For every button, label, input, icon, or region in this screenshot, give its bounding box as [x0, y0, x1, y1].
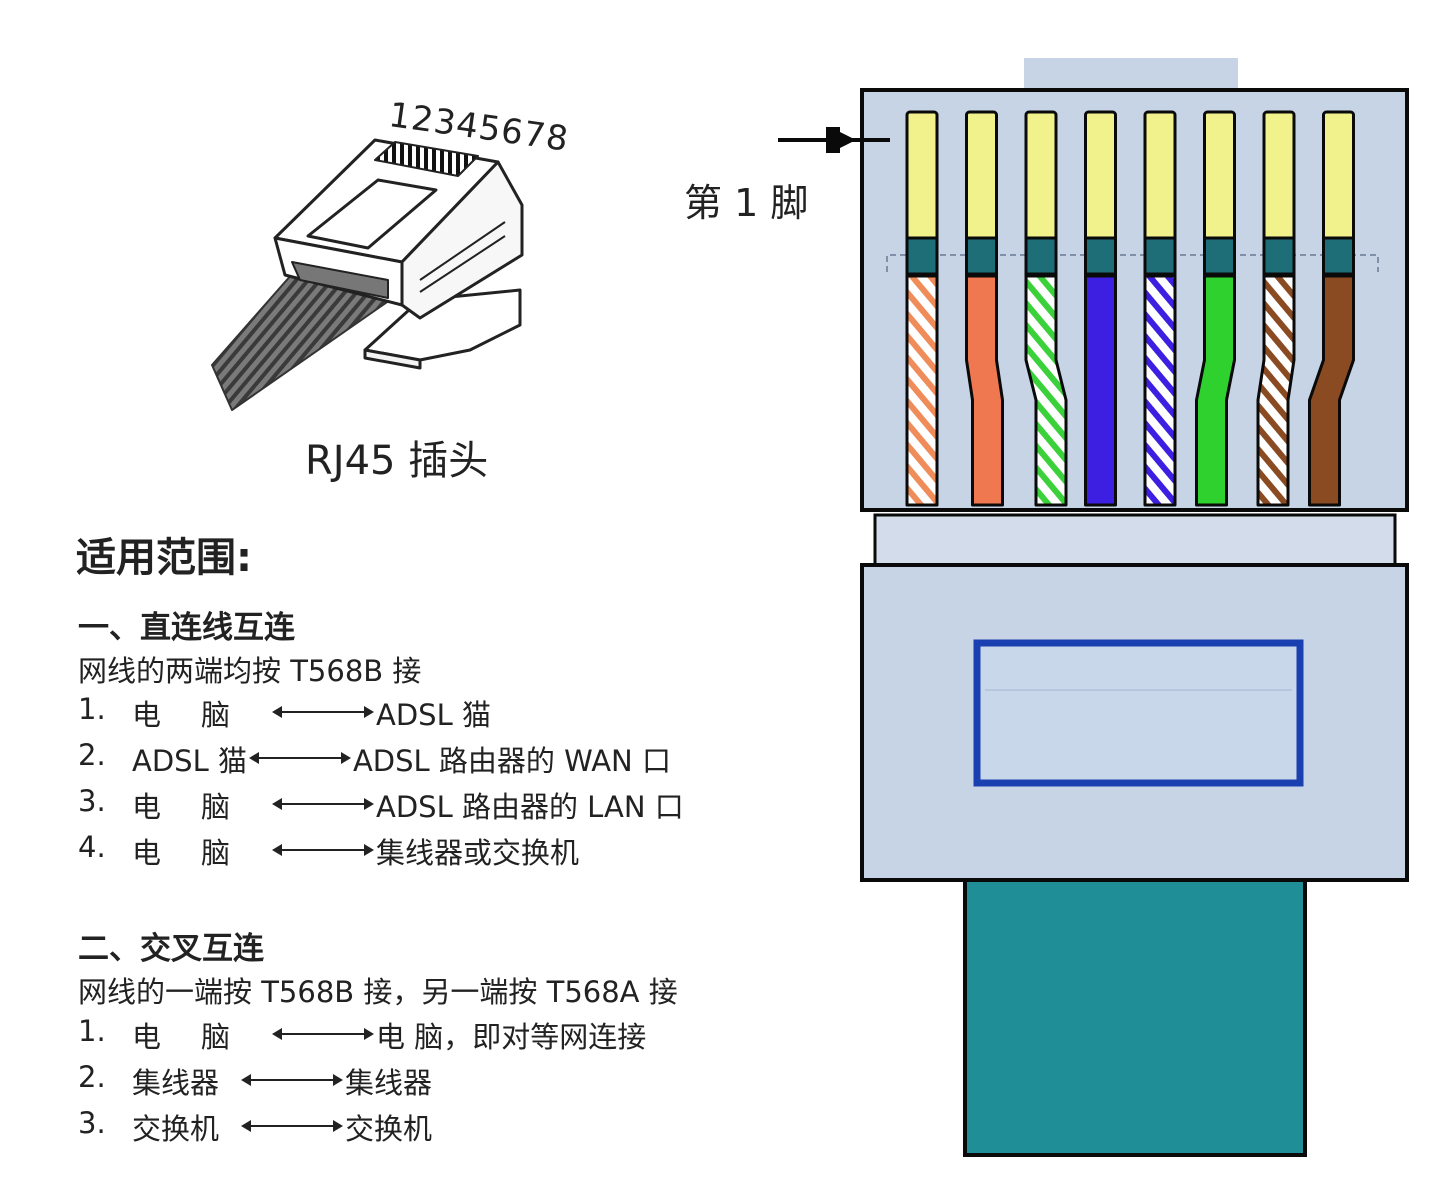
row-right-device: 交换机 — [345, 1112, 433, 1146]
wire-conductor — [1308, 274, 1355, 507]
contact-blade — [965, 110, 998, 244]
wire-conductor — [965, 274, 1004, 507]
crimp-band — [1262, 236, 1296, 276]
row-left-device: 电脑 — [132, 790, 271, 824]
crimp-band — [1084, 236, 1117, 276]
double-arrow-icon — [248, 752, 351, 764]
row-number: 2. — [78, 738, 106, 772]
double-arrow-icon — [241, 1074, 343, 1086]
wire-pin-3 — [1024, 110, 1068, 507]
straight-through-title: 一、直连线互连 — [78, 610, 295, 646]
rj45-connector-section — [778, 58, 1409, 1157]
wire-conductor — [1195, 274, 1236, 507]
double-arrow-icon — [272, 1028, 375, 1040]
wire-layer — [905, 110, 1355, 507]
wire-pin-4 — [1084, 110, 1117, 507]
contact-blade — [1203, 110, 1236, 244]
wire-conductor — [1024, 274, 1068, 507]
cable-jacket — [963, 878, 1307, 1157]
wire-pin-7 — [1256, 110, 1296, 507]
row-right-device: ADSL 路由器的 WAN 口 — [352, 744, 671, 778]
double-arrow-icon — [272, 844, 375, 856]
wire-pin-6 — [1195, 110, 1236, 507]
row-left-device: 电脑 — [132, 836, 271, 870]
wire-pin-5 — [1143, 110, 1177, 507]
contact-blade — [1262, 110, 1296, 244]
contact-blade — [905, 110, 939, 244]
row-left-device: 集线器 — [132, 1066, 220, 1100]
row-right-device: 集线器 — [345, 1066, 433, 1100]
crimp-band — [1203, 236, 1236, 276]
row-left-device: 电脑 — [132, 1020, 271, 1054]
straight-through-desc: 网线的两端均按 T568B 接 — [78, 654, 422, 688]
row-right-device: ADSL 路由器的 LAN 口 — [376, 790, 684, 824]
row-right-device: ADSL 猫 — [376, 698, 491, 732]
row-left-device: ADSL 猫 — [132, 744, 247, 778]
wire-conductor — [1256, 274, 1296, 507]
crossover-desc: 网线的一端按 T568B 接，另一端按 T568A 接 — [78, 975, 678, 1009]
row-number: 2. — [78, 1060, 106, 1094]
contact-blade — [1322, 110, 1355, 244]
row-left-device: 交换机 — [132, 1112, 220, 1146]
row-number: 1. — [78, 692, 106, 726]
row-right-device: 集线器或交换机 — [376, 836, 580, 870]
contact-blade — [1084, 110, 1117, 244]
row-number: 4. — [78, 830, 106, 864]
double-arrow-icon — [241, 1120, 343, 1132]
scope-heading: 适用范围: — [76, 535, 252, 581]
crimp-band — [1322, 236, 1355, 276]
double-arrow-icon — [272, 798, 375, 810]
row-right-device: 电 脑，即对等网连接 — [376, 1020, 647, 1054]
row-number: 3. — [78, 784, 106, 818]
row-left-device: 电脑 — [132, 698, 271, 732]
connector-window — [973, 639, 1304, 787]
crimp-band — [905, 236, 939, 276]
wire-conductor — [1143, 274, 1177, 507]
pin1-label: 第 1 脚 — [684, 181, 809, 225]
wire-pin-8 — [1308, 110, 1355, 507]
rj45-plug-drawing — [211, 138, 524, 411]
wire-pin-2 — [965, 110, 1004, 507]
wire-conductor — [1084, 274, 1117, 507]
row-number: 1. — [78, 1014, 106, 1048]
crimp-band — [1024, 236, 1058, 276]
wire-pin-1 — [905, 110, 939, 507]
plug-caption: RJ45 插头 — [305, 438, 489, 484]
crimp-band — [1143, 236, 1177, 276]
contact-blade — [1024, 110, 1058, 244]
crimp-band — [965, 236, 998, 276]
wire-conductor — [905, 274, 939, 507]
crossover-title: 二、交叉互连 — [78, 931, 264, 967]
contact-blade — [1143, 110, 1177, 244]
row-number: 3. — [78, 1106, 106, 1140]
double-arrow-icon — [272, 706, 375, 718]
